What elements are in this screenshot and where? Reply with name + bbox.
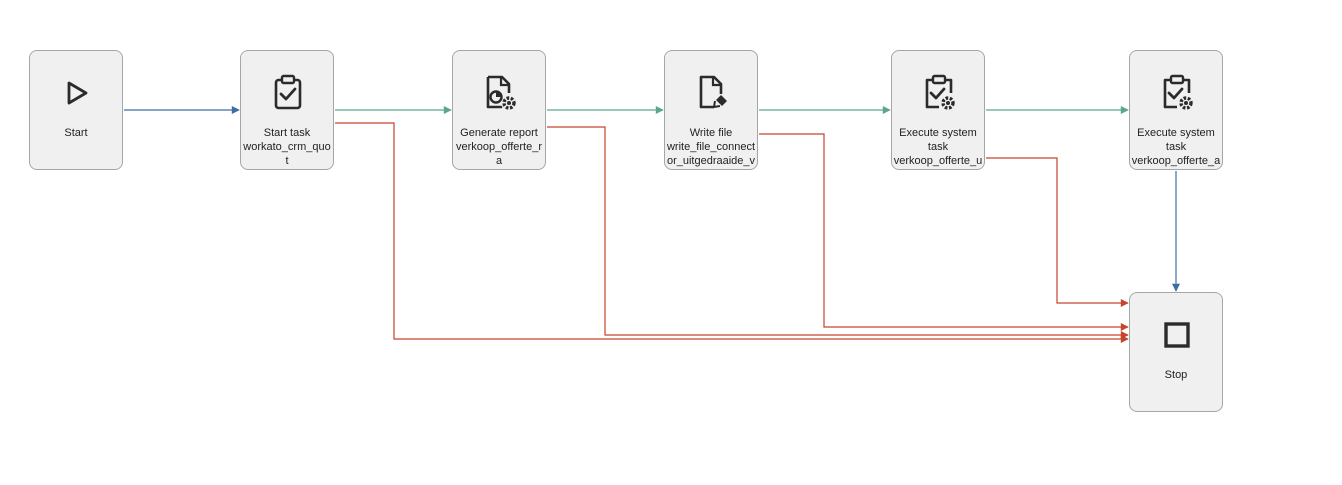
- node-label-line: task: [1165, 141, 1187, 153]
- node-label-line: write_file_connect: [666, 141, 756, 153]
- file-edit-icon: [699, 75, 727, 109]
- node-start-task[interactable]: Start task workato_crm_quot e_in: [240, 50, 334, 170]
- node-label-line: Generate report: [460, 127, 538, 139]
- node-label: Generate report verkoop_offerte_ra pport: [454, 126, 544, 169]
- node-label-line: or_uitgedraaide_v: [666, 155, 756, 167]
- node-generate-report[interactable]: Generate report verkoop_offerte_ra pport: [452, 50, 546, 170]
- report-gear-icon: [486, 75, 516, 110]
- node-label: Stop: [1131, 368, 1221, 382]
- node-label-line: Start task: [263, 127, 311, 139]
- error-edge-start-task-to-stop[interactable]: [335, 122, 1129, 343]
- node-start[interactable]: Start: [29, 50, 123, 170]
- error-edge-generate-report-to-stop[interactable]: [547, 126, 1129, 339]
- clipboard-gear-icon: [925, 74, 955, 110]
- node-label-line: Stop: [1164, 369, 1188, 381]
- node-label-line: Start: [64, 127, 88, 139]
- node-stop[interactable]: Stop: [1129, 292, 1223, 412]
- node-label: Start task workato_crm_quot e_in: [242, 126, 332, 169]
- node-label-line: Write file: [689, 127, 733, 139]
- node-execute-system-task-2[interactable]: Execute system task verkoop_offerte_ar: [1129, 50, 1223, 170]
- node-label-line: verkoop_offerte_ra: [455, 141, 543, 167]
- node-label: Execute system task verkoop_offerte_ar: [1131, 126, 1221, 169]
- node-label-line: Execute system: [1137, 127, 1215, 139]
- node-execute-system-task-1[interactable]: Execute system task verkoop_offerte_ui: [891, 50, 985, 170]
- error-edge-write-file-to-stop[interactable]: [759, 133, 1129, 331]
- node-label: Start: [31, 126, 121, 140]
- node-label-line: e_in: [242, 168, 332, 169]
- node-label: Write file write_file_connect or_uitgedr…: [666, 126, 756, 168]
- clipboard-check-icon: [274, 74, 302, 110]
- node-label-line: task: [927, 141, 949, 153]
- clipboard-gear-icon: [1163, 74, 1193, 110]
- node-label-line: verkoop_offerte_ui: [893, 155, 983, 167]
- node-label-line: Execute system: [899, 127, 977, 139]
- node-label-line: verkoop_offerte_ar: [1131, 155, 1221, 167]
- stop-square-icon: [1164, 322, 1190, 348]
- play-icon: [67, 81, 88, 105]
- node-label: Execute system task verkoop_offerte_ui: [893, 126, 983, 169]
- node-write-file[interactable]: Write file write_file_connect or_uitgedr…: [664, 50, 758, 170]
- node-label-line: workato_crm_quot: [243, 141, 331, 167]
- error-edge-execute-system-task-1-to-stop[interactable]: [986, 157, 1129, 307]
- node-label-line: pport: [454, 168, 544, 169]
